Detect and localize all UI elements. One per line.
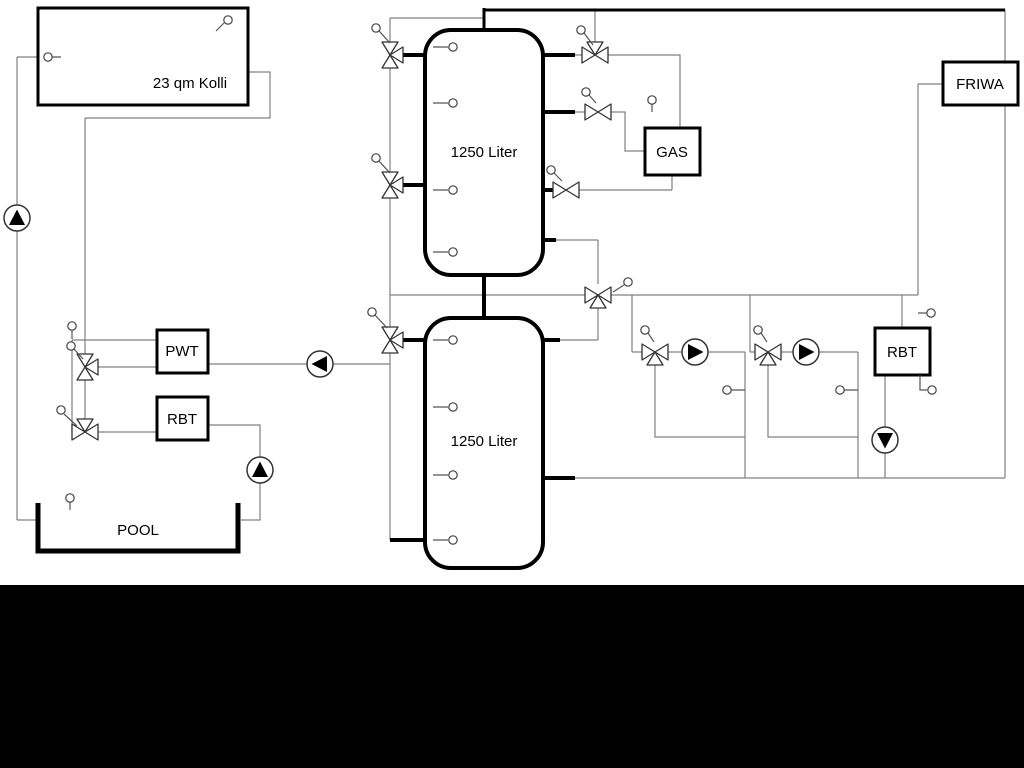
valve-pwt-icon (76, 353, 99, 381)
valve-dhw-header-icon (581, 41, 609, 64)
sensor-icon (448, 402, 458, 412)
pool-basin (35, 503, 241, 554)
rbt-left-label: RBT (167, 411, 197, 428)
sensor-icon (753, 325, 763, 335)
sensor-icon (56, 405, 66, 415)
gas-boiler-box (643, 126, 702, 177)
friwa-box (941, 60, 1020, 107)
pwt-label: PWT (165, 343, 198, 360)
sensor-icon (448, 42, 458, 52)
sensor-icon (926, 308, 936, 318)
valve-circuit-2-icon (754, 343, 782, 366)
sensor-icon (581, 87, 591, 97)
sensor-icon (448, 98, 458, 108)
pool-label: POOL (117, 522, 159, 539)
valve-circuit-1-icon (641, 343, 669, 366)
pipe-lines-thick (390, 8, 1005, 542)
schematic-svg: 23 qm Kolli 1250 Liter 1250 Liter PWT RB… (3, 6, 1020, 570)
valve-mixing-header-icon (584, 286, 612, 309)
buffer-tank-top-label: 1250 Liter (451, 144, 518, 161)
sensor-icon (448, 335, 458, 345)
buffer-tank-bottom (423, 316, 545, 570)
sensor-icon (623, 277, 633, 287)
valve-tank-top-lower-icon (381, 171, 404, 199)
pump-pool-icon (246, 456, 274, 484)
sensor-stubs (52, 22, 927, 541)
sensor-icon (640, 325, 650, 335)
schematic-canvas: 23 qm Kolli 1250 Liter 1250 Liter PWT RB… (0, 0, 1024, 585)
valve-rbt-icon (71, 418, 99, 441)
sensor-icon (647, 95, 657, 105)
sensor-icon (43, 52, 53, 62)
pump-rbt-right-icon (871, 426, 899, 454)
sensor-icon (367, 307, 377, 317)
rbt-left-box (155, 395, 210, 442)
rbt-right-label: RBT (887, 344, 917, 361)
pump-circuit-1-icon (681, 338, 709, 366)
valve-tank-bottom-icon (381, 326, 404, 354)
rbt-right-box (873, 326, 932, 377)
sensor-icon (448, 470, 458, 480)
buffer-tank-top (423, 28, 545, 277)
sensor-icon (546, 165, 556, 175)
valve-gas-flow-icon (584, 103, 612, 121)
buffer-tank-bottom-label: 1250 Liter (451, 433, 518, 450)
letterbox-bottom (0, 585, 1024, 768)
pump-pwt-icon (306, 350, 334, 378)
sensor-icon (66, 341, 76, 351)
sensor-icon (371, 23, 381, 33)
sensor-icon (448, 535, 458, 545)
valve-gas-return-icon (552, 181, 580, 199)
pwt-box (155, 328, 210, 375)
pump-solar-icon (3, 204, 31, 232)
sensor-icon (927, 385, 937, 395)
sensor-icon (835, 385, 845, 395)
sensor-icon (448, 247, 458, 257)
pump-circuit-2-icon (792, 338, 820, 366)
valve-tank-top-upper-icon (381, 41, 404, 69)
collector-label: 23 qm Kolli (153, 75, 227, 92)
friwa-label: FRIWA (956, 76, 1004, 93)
sensor-icon (576, 25, 586, 35)
gas-boiler-label: GAS (656, 144, 688, 161)
sensor-icon (722, 385, 732, 395)
sensor-icon (448, 185, 458, 195)
sensor-icon (67, 321, 77, 331)
collector-box (36, 6, 250, 107)
sensor-icon (223, 15, 233, 25)
sensor-icon (65, 493, 75, 503)
sensor-icon (371, 153, 381, 163)
